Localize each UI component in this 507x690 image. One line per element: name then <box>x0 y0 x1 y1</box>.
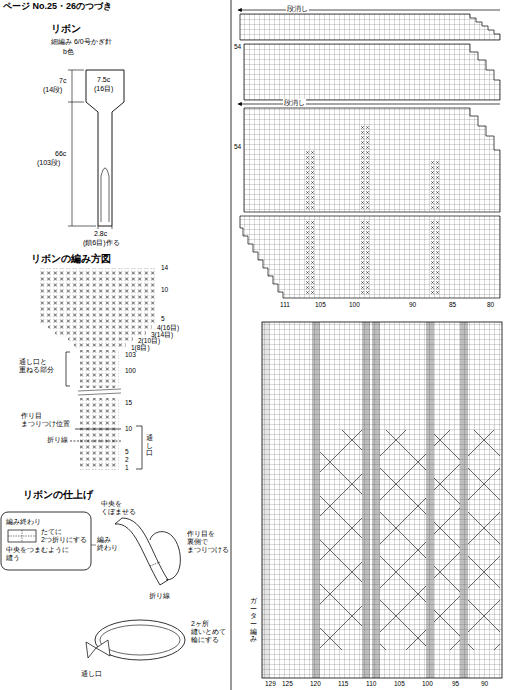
stitch-column <box>430 160 440 210</box>
vertical-label: ガーター編み <box>250 596 257 644</box>
annotation-label: 通し口 <box>80 670 103 677</box>
row-number: 100 <box>124 368 137 375</box>
row-number: 100 <box>348 302 361 309</box>
row-number: 5 <box>160 316 166 323</box>
stitch-row <box>55 331 146 337</box>
annotation-label: 2.8c <box>93 230 108 237</box>
row-number: 2 <box>124 457 130 464</box>
ribbon-outline <box>86 70 124 226</box>
row-number: 110 <box>365 681 377 688</box>
chart-block <box>244 108 500 212</box>
annotation-label: たてに 2つ折りにする <box>40 528 88 544</box>
annotation-label: 1(8目) <box>130 345 151 352</box>
ribbon-loop <box>150 532 180 580</box>
annotation-label: 2ヶ所 縫いとめて 輪にする <box>190 620 227 644</box>
row-number: 10 <box>124 426 133 433</box>
stitch-column <box>305 220 315 296</box>
annotation-label: 細編み 6/0号かぎ針 <box>50 38 113 45</box>
row-number: 80 <box>486 302 495 309</box>
annotation-label: 段消し <box>286 5 309 12</box>
annotation-label: (103段) <box>36 159 61 166</box>
stitch-stem <box>80 350 119 388</box>
break-mark <box>78 389 121 395</box>
stitch-column <box>360 220 370 296</box>
ring <box>100 625 180 655</box>
annotation-label: b色 <box>62 48 75 55</box>
chart-block <box>244 44 500 100</box>
position-line <box>75 429 121 430</box>
row-number: 10 <box>160 287 169 294</box>
row-number: 1 <box>124 465 130 472</box>
stitch-rows <box>38 268 155 325</box>
fold-mark <box>150 562 160 566</box>
bind-off-arrow <box>238 104 500 105</box>
row-number: 100 <box>421 681 434 688</box>
section-heading: リボン <box>50 24 82 35</box>
row-number: 105 <box>314 302 327 309</box>
row-number: 14 <box>160 265 169 272</box>
annotation-label: 折り線 <box>46 436 69 443</box>
chart-block <box>240 216 500 298</box>
bracket <box>66 352 70 386</box>
annotation-label: 編み終わり <box>5 518 42 525</box>
row-number: 90 <box>480 681 489 688</box>
annotation-label: 7.5c <box>96 76 111 83</box>
chart-grid <box>262 322 502 678</box>
column-divider <box>231 0 232 690</box>
annotation-label: 折り線 <box>148 592 171 599</box>
row-number: 103 <box>124 352 137 359</box>
stitch-column <box>430 220 440 296</box>
row-number: 54 <box>233 144 242 151</box>
annotation-label: 通し口と 重ねる部分 <box>18 358 55 374</box>
row-number: 90 <box>408 302 417 309</box>
annotation-label: 66c <box>54 150 67 157</box>
annotation-label: 中央を くぼませる <box>100 500 137 516</box>
row-number: 95 <box>451 681 460 688</box>
fold-mark <box>8 530 36 542</box>
row-number: 111 <box>279 302 291 309</box>
stitch-column <box>360 126 370 210</box>
row-number: 15 <box>124 400 133 407</box>
fold-line <box>70 441 121 442</box>
annotation-label: 段消し <box>283 99 306 106</box>
vertical-label: 通し口 <box>146 433 153 458</box>
row-number: 54 <box>233 44 242 51</box>
chart-block <box>240 14 500 40</box>
annotation-label: 作り目 まつりつけ位置 <box>20 412 71 428</box>
annotation-label: 作り目を 裏側で まつりつける <box>186 530 230 554</box>
annotation-label: 編み 終わり <box>96 536 119 552</box>
annotation-label: 7c <box>58 77 67 84</box>
bow <box>86 640 110 658</box>
annotation-label: (鎖6目)作る <box>82 239 121 246</box>
ribbon-loop <box>101 168 109 222</box>
annotation-label: (14段) <box>42 86 63 93</box>
ribbon-end <box>8 530 36 542</box>
annotation-label: 中央をつまむように 縫う <box>5 546 70 562</box>
stitch-row <box>68 337 133 343</box>
stitch-row <box>74 343 126 349</box>
annotation-label: (16目) <box>93 85 114 92</box>
section-heading: リボンの仕上げ <box>22 490 94 501</box>
section-heading: リボンの編み方図 <box>30 254 112 265</box>
stitch-stem <box>80 398 119 470</box>
detail-bubble <box>1 512 91 570</box>
bracket <box>136 426 142 469</box>
row-number: 115 <box>337 681 349 688</box>
row-number: 5 <box>124 449 130 456</box>
row-number: 85 <box>448 302 457 309</box>
stitch-column <box>305 150 315 210</box>
ribbon-band <box>115 518 168 585</box>
section-heading: ページ No.25・26のつづき <box>2 2 113 11</box>
bind-off-arrow <box>238 10 500 11</box>
row-number: 129 <box>264 681 277 688</box>
row-number: 105 <box>393 681 406 688</box>
dimension-tick <box>98 226 112 229</box>
row-number: 125 <box>281 681 294 688</box>
dimension-line <box>68 70 96 226</box>
stitch-row <box>48 325 152 331</box>
row-number: 120 <box>309 681 322 688</box>
